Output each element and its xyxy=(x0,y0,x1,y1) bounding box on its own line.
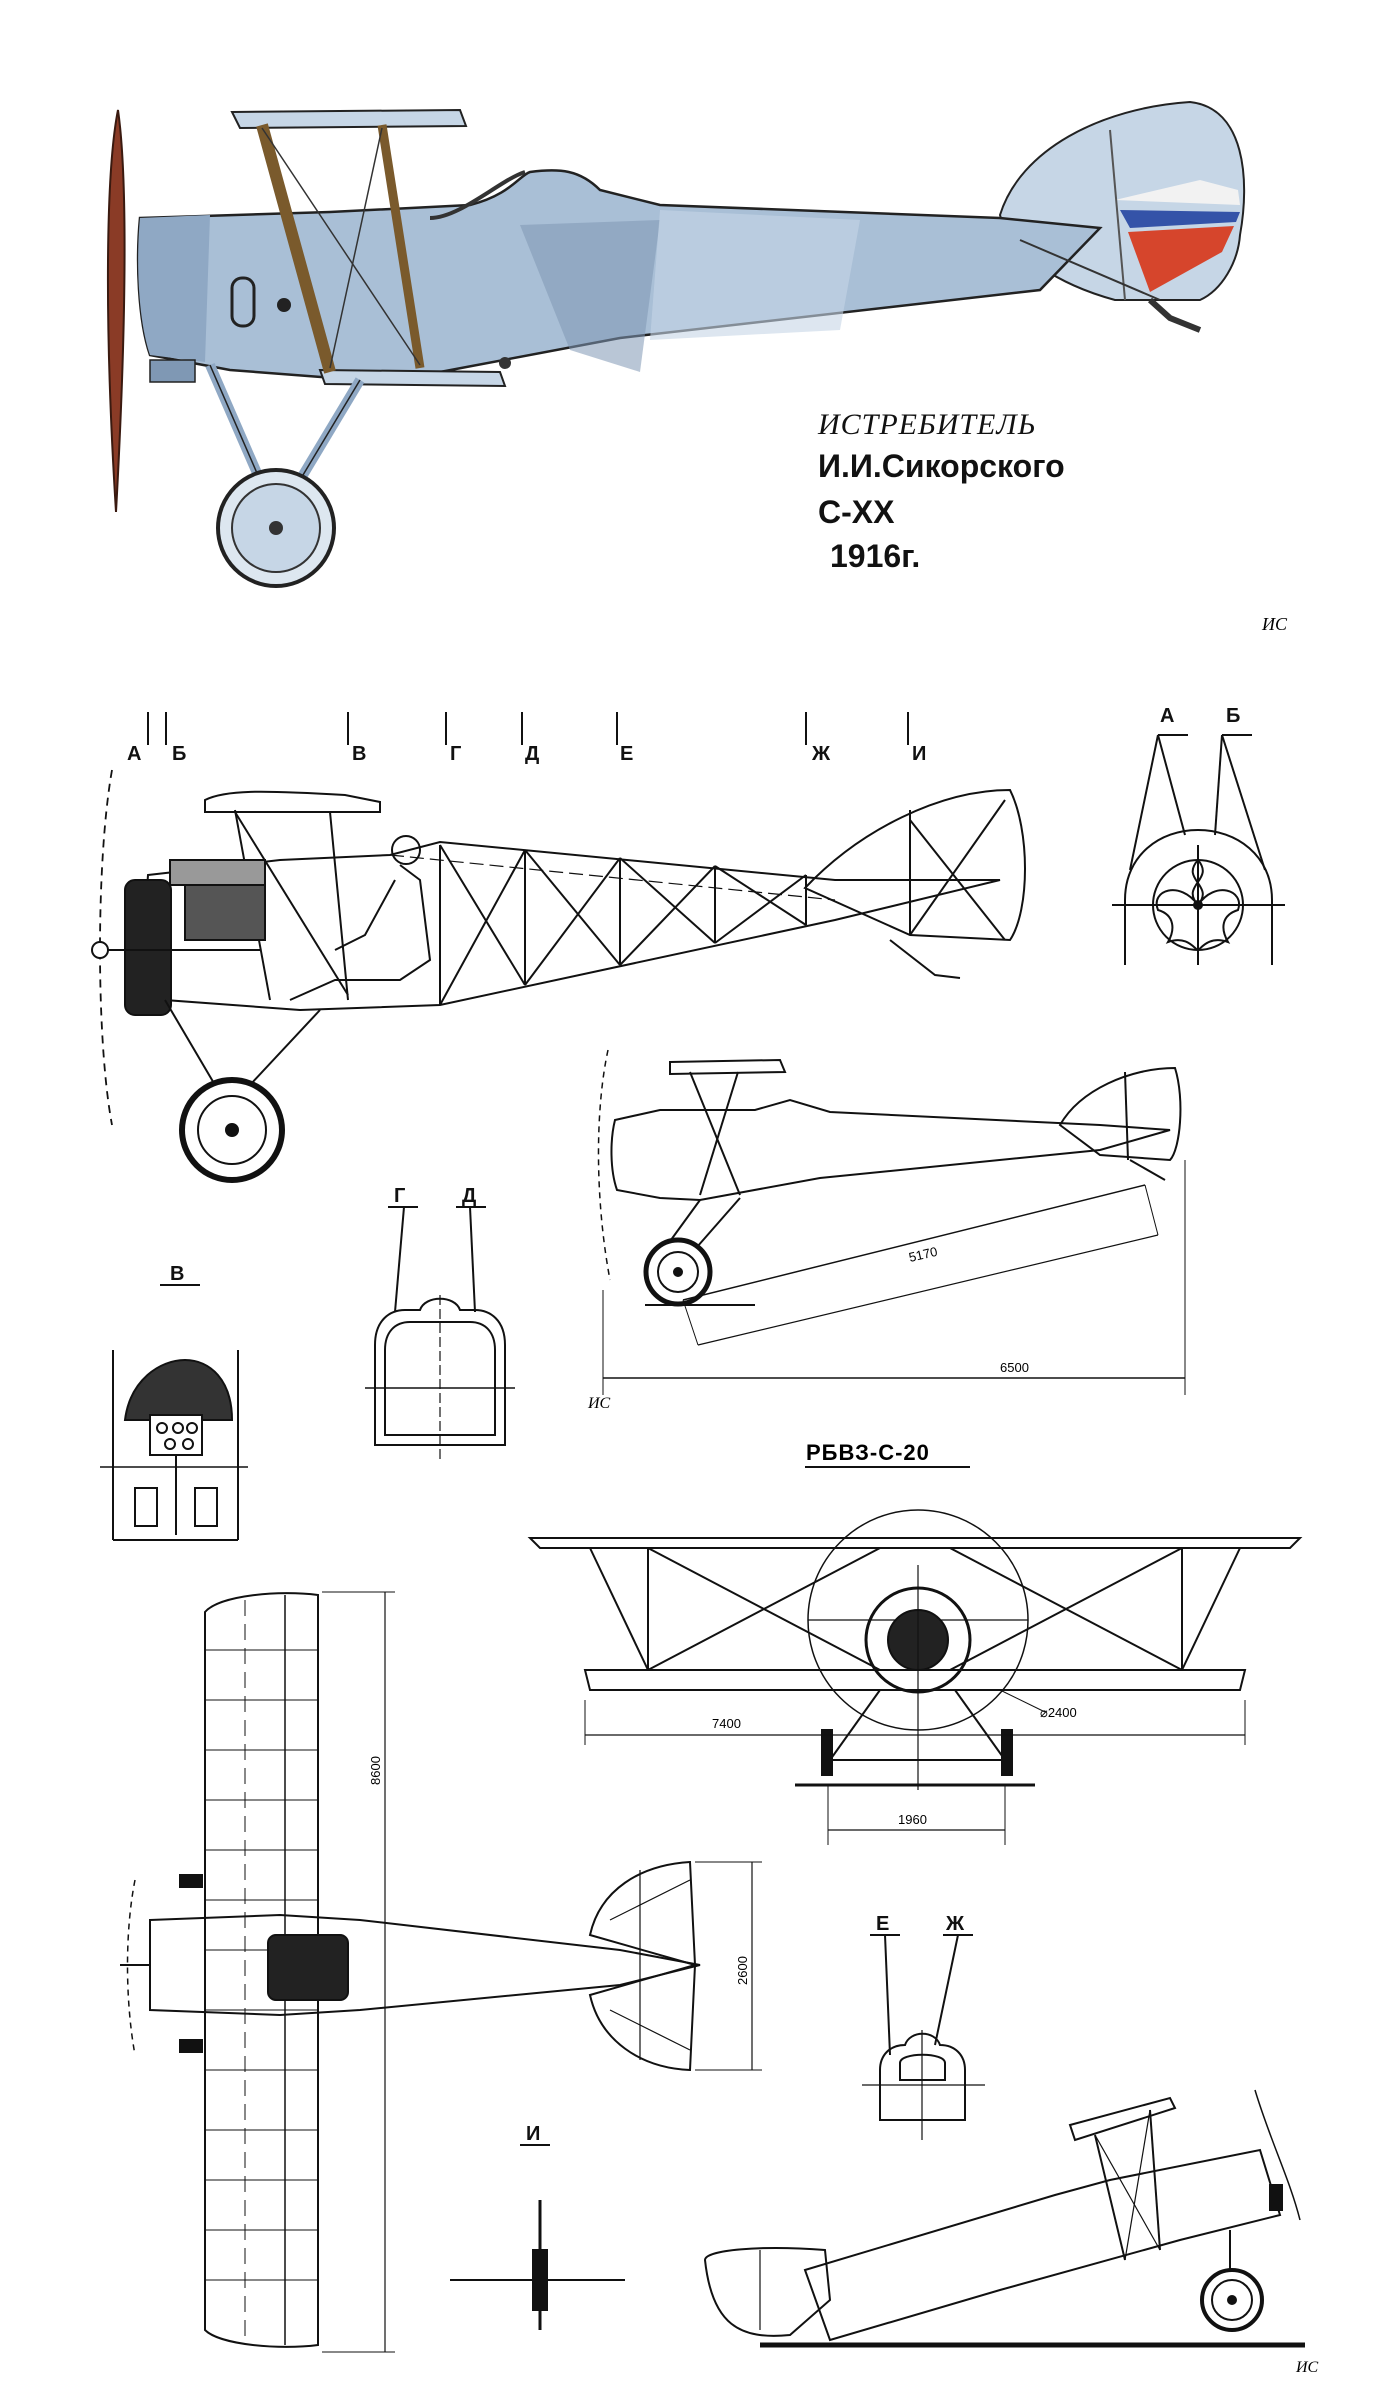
label-section-d-detail: Д xyxy=(462,1185,476,1207)
color-side-view xyxy=(106,100,1246,588)
label-section-i: И xyxy=(912,743,926,765)
label-section-zh: Ж xyxy=(811,743,831,765)
section-e-zh xyxy=(862,1934,985,2140)
lower-wing-color xyxy=(318,368,507,388)
label-section-d: Д xyxy=(525,743,539,765)
label-section-v-detail: В xyxy=(170,1263,184,1285)
dim-2600: 2600 xyxy=(735,1956,750,1985)
signature-mark: ИС xyxy=(1295,2359,1319,2376)
propeller xyxy=(106,109,126,513)
rudder-blue-stripe xyxy=(1120,210,1240,228)
title-line-year: 1916г. xyxy=(830,538,921,574)
plan-view xyxy=(120,1591,762,2353)
designation-label: РБВЗ-С-20 xyxy=(806,1440,930,1465)
signature-mark: ИС xyxy=(1261,614,1288,634)
label-section-a-detail: А xyxy=(1160,705,1174,727)
wing-strut xyxy=(377,124,425,369)
wing-strut xyxy=(256,123,336,374)
section-g-d xyxy=(365,1206,515,1462)
section-markers xyxy=(147,712,909,745)
side-view-dimensioned xyxy=(597,1049,1186,1395)
label-section-zh-detail: Ж xyxy=(945,1913,965,1935)
title-line-model: С-XX xyxy=(818,494,895,530)
dim-7400: 7400 xyxy=(712,1716,741,1731)
section-a-b xyxy=(1112,734,1285,965)
label-section-v: В xyxy=(352,743,366,765)
signature-mark: ИС xyxy=(587,1395,611,1412)
label-section-b-detail: Б xyxy=(1226,705,1240,727)
title-line-designer: И.И.Сикорского xyxy=(818,448,1065,484)
perspective-view xyxy=(703,2089,1305,2348)
section-v xyxy=(100,1284,248,1541)
title-line-type: ИСТРЕБИТЕЛЬ xyxy=(818,408,1037,441)
cutaway-side-view xyxy=(91,769,1026,1183)
dim-6500: 6500 xyxy=(1000,1360,1029,1375)
front-view xyxy=(527,1509,1303,1845)
upper-wing-color xyxy=(230,108,468,130)
dim-1960: 1960 xyxy=(898,1812,927,1827)
label-section-e: Е xyxy=(620,743,633,765)
label-section-a: А xyxy=(127,743,141,765)
label-section-g-detail: Г xyxy=(394,1185,405,1207)
dim-8600: 8600 xyxy=(368,1756,383,1785)
label-section-b: Б xyxy=(172,743,186,765)
rudder-white-stripe xyxy=(1115,180,1240,205)
section-i xyxy=(450,2144,625,2330)
dim-5170: 5170 xyxy=(907,1244,939,1265)
rudder-red-stripe xyxy=(1128,226,1234,292)
label-section-i-detail: И xyxy=(526,2123,540,2145)
label-section-e-detail: Е xyxy=(876,1913,889,1935)
dim-prop-diameter: ⌀2400 xyxy=(1040,1705,1077,1720)
dim-line-5170 xyxy=(682,1184,1146,1301)
label-section-g: Г xyxy=(450,743,461,765)
